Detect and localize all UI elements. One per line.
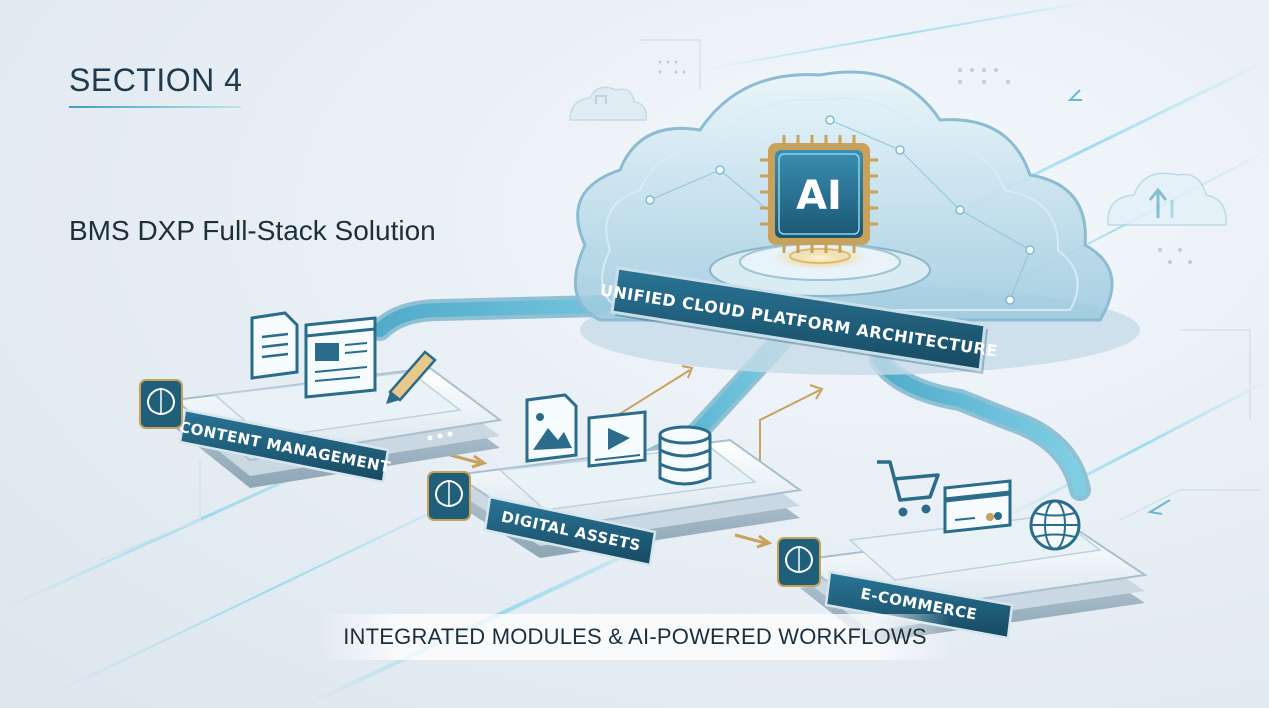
globe-icon: [1029, 499, 1081, 551]
cloud-banner: [610, 266, 988, 374]
section-divider: [69, 106, 241, 108]
section-label: SECTION 4: [69, 62, 243, 98]
pencil-icon: [386, 350, 437, 404]
ai-chip-text: AI: [796, 173, 842, 219]
brain-ai-icon: [139, 379, 183, 429]
module-digital-assets: [452, 393, 803, 567]
video-icon: [587, 410, 647, 468]
small-cloud-icon: [569, 86, 647, 121]
credit-card-icon: [943, 479, 1012, 534]
brain-ai-icon: [777, 537, 821, 587]
page-title: BMS DXP Full-Stack Solution: [69, 215, 436, 246]
document-icon: [250, 311, 299, 380]
ai-chip-icon: [760, 135, 878, 253]
arrow-icon: [1067, 89, 1171, 515]
module-content-management: [172, 311, 503, 488]
footer-caption: INTEGRATED MODULES & AI-POWERED WORKFLOW…: [320, 614, 950, 660]
webpage-icon: [304, 316, 377, 399]
brain-ai-icon: [427, 471, 471, 521]
dot-grid-decoration: [658, 60, 1192, 264]
upload-cloud-icon: [1107, 172, 1227, 226]
image-icon: [525, 393, 578, 463]
cart-icon: [877, 460, 940, 517]
database-icon: [658, 425, 712, 486]
